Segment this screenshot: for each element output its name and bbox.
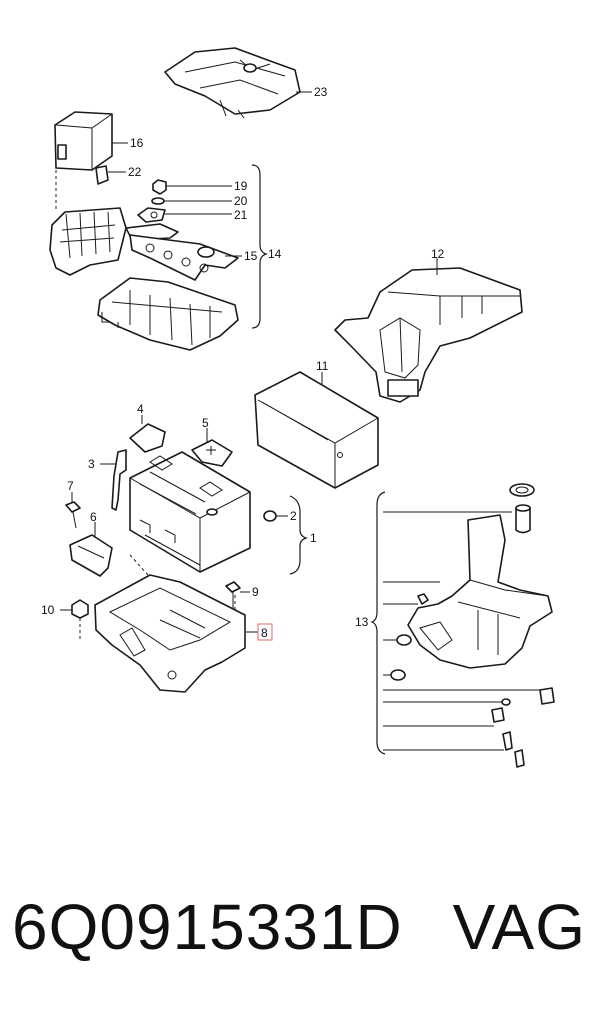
callout-10: 10	[41, 603, 55, 617]
callout-15: 15	[244, 249, 258, 263]
part-12-tray-support	[334, 258, 523, 403]
highlight-box-8	[257, 623, 273, 641]
part-8-battery-tray	[94, 554, 258, 693]
part-16-fuse-cover	[54, 111, 128, 171]
callout-5: 5	[202, 416, 209, 430]
brace-14	[251, 164, 268, 329]
exploded-parts-diagram: 23 16 22 19 20 2	[41, 47, 555, 768]
brace-1	[289, 495, 308, 575]
callout-8: 8	[261, 626, 268, 640]
part-number-footer: 6Q0915331D VAG	[0, 880, 600, 1017]
callout-11: 11	[316, 359, 329, 373]
part-22-fuse	[95, 165, 126, 185]
part-23-cover	[164, 47, 312, 119]
callout-4: 4	[137, 402, 144, 416]
part-2-plug	[263, 510, 288, 522]
part-9-screw	[225, 581, 250, 608]
brace-13	[370, 491, 386, 755]
part-7-bolt	[65, 492, 81, 529]
callout-12: 12	[431, 247, 445, 261]
part-3-vent-tube	[100, 449, 127, 511]
fuse-carrier-assembly	[49, 170, 239, 351]
callout-6: 6	[90, 510, 97, 524]
callout-16: 16	[130, 136, 144, 150]
part-number: 6Q0915331D	[12, 891, 403, 963]
part-4-terminal-cover	[129, 415, 166, 453]
part-11-insulation-box	[254, 371, 379, 489]
callout-9: 9	[252, 585, 259, 599]
callout-20: 20	[234, 194, 248, 208]
nut-washer-stack	[137, 179, 242, 257]
callout-13: 13	[355, 615, 369, 629]
part-5-terminal-cover	[191, 428, 233, 467]
callout-3: 3	[88, 457, 95, 471]
callout-19: 19	[234, 179, 248, 193]
callout-21: 21	[234, 208, 248, 222]
callout-2: 2	[290, 509, 297, 523]
part-1-battery	[129, 451, 251, 573]
callout-7: 7	[67, 479, 74, 493]
callout-14: 14	[268, 247, 282, 261]
callout-1: 1	[310, 531, 317, 545]
callout-22: 22	[128, 165, 142, 179]
part-13-bracket-assembly	[383, 483, 555, 768]
brand-label: VAG	[452, 891, 586, 963]
part-10-nut	[60, 599, 89, 640]
part-6-clamp	[69, 522, 113, 577]
callout-23: 23	[314, 85, 328, 99]
